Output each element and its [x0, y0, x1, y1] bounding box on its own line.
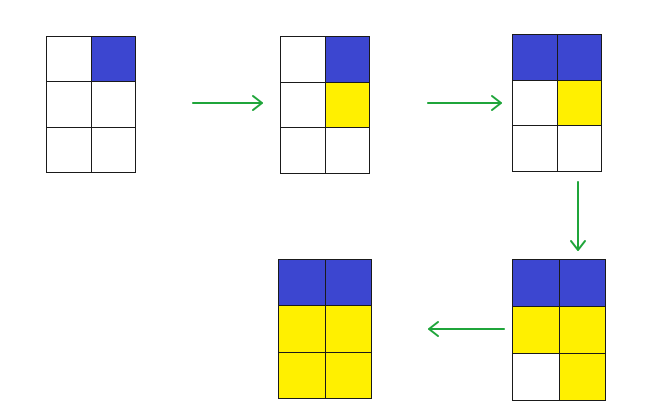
grid-cell-blue	[559, 260, 606, 307]
grid-cell-yellow	[513, 307, 560, 354]
grid-step-4	[512, 259, 606, 401]
grid-cell-yellow	[325, 82, 370, 129]
grid-cell-blue	[513, 35, 558, 81]
grid-cell-empty	[325, 128, 370, 174]
grid-cell-yellow	[279, 352, 326, 399]
grid-cell-blue	[279, 260, 326, 307]
arrow-right-step-1-to-2	[192, 95, 263, 111]
grid-cell-yellow	[325, 352, 372, 399]
grid-cell-empty	[47, 127, 92, 173]
grid-cell-yellow	[557, 80, 602, 127]
grid-cell-blue	[513, 260, 560, 307]
grid-cell-blue	[325, 37, 370, 83]
arrow-right-step-2-to-3	[427, 95, 502, 111]
grid-cell-empty	[47, 82, 92, 128]
grid-cell-blue	[557, 35, 602, 81]
arrow-left-step-4-to-5	[428, 321, 505, 337]
grid-step-5	[278, 259, 372, 399]
grid-cell-empty	[513, 354, 560, 401]
grid-step-2	[280, 36, 370, 174]
grid-cell-yellow	[559, 307, 606, 354]
grid-cell-empty	[91, 127, 136, 173]
grid-cell-empty	[557, 126, 602, 172]
grid-cell-empty	[281, 37, 326, 83]
grid-step-1	[46, 36, 136, 173]
grid-cell-yellow	[559, 354, 606, 401]
grid-cell-empty	[91, 82, 136, 128]
arrow-down-step-3-to-4	[570, 181, 586, 251]
grid-cell-blue	[91, 37, 136, 83]
grid-cell-yellow	[325, 306, 372, 353]
grid-cell-empty	[513, 80, 558, 127]
grid-cell-empty	[281, 82, 326, 129]
grid-cell-blue	[325, 260, 372, 307]
grid-cell-empty	[47, 37, 92, 83]
grid-cell-yellow	[279, 306, 326, 353]
grid-step-3	[512, 34, 602, 172]
grid-cell-empty	[281, 128, 326, 174]
grid-cell-empty	[513, 126, 558, 172]
